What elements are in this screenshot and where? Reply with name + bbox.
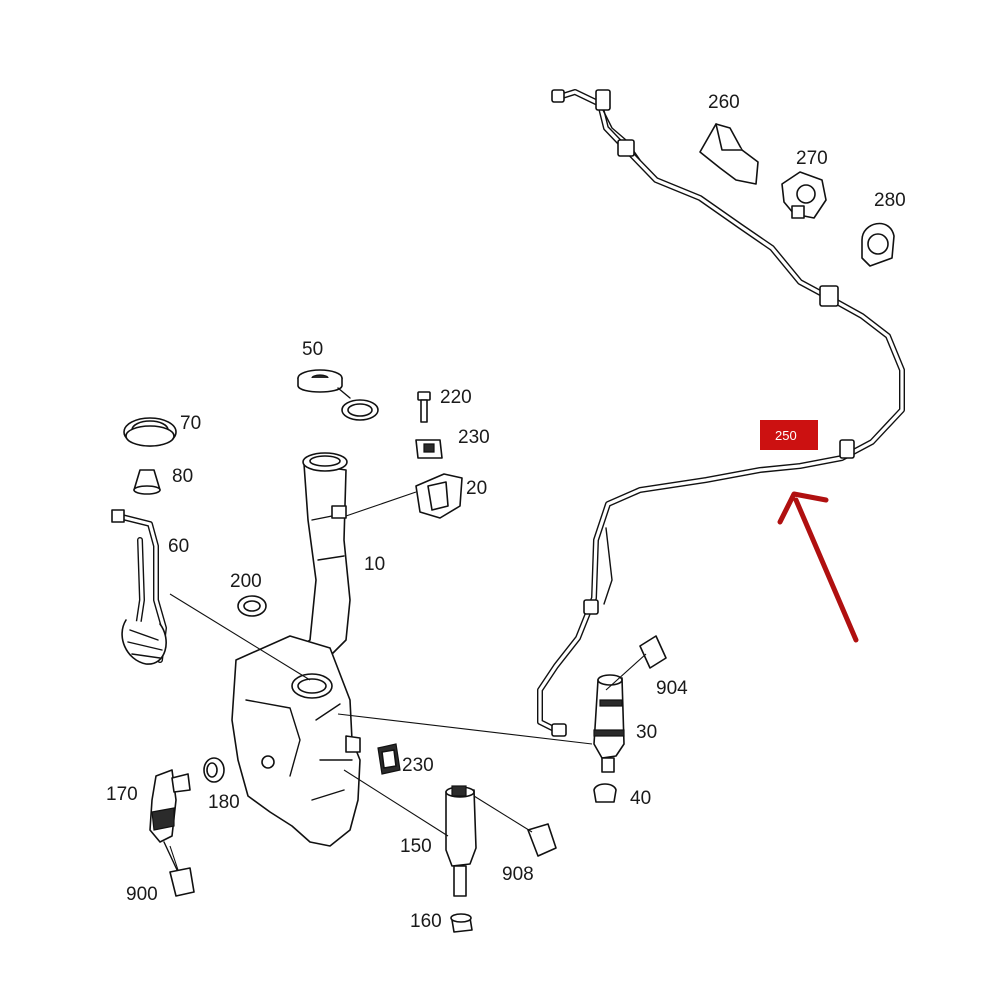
label-270: 270: [796, 148, 828, 169]
label-230-top: 230: [458, 427, 490, 448]
label-80: 80: [172, 466, 193, 487]
label-904: 904: [656, 678, 688, 699]
part-904-seal: [639, 635, 667, 669]
part-200-seal: [237, 595, 267, 617]
part-150-pump: [445, 785, 477, 897]
part-270-clip: [781, 171, 827, 219]
label-200: 200: [230, 571, 262, 592]
label-30: 30: [636, 722, 657, 743]
part-labels: 260 270 280 50 220 230 20 70 80 60 10 20…: [106, 92, 906, 932]
label-150: 150: [400, 836, 432, 857]
part-30-pump: [593, 674, 625, 773]
leader-lines: [169, 491, 647, 871]
part-70-grommet: [123, 417, 177, 447]
label-260: 260: [708, 92, 740, 113]
label-60: 60: [168, 536, 189, 557]
part-220-bolt: [417, 391, 431, 423]
label-280: 280: [874, 190, 906, 211]
washer-hose-250: [537, 89, 905, 737]
label-70: 70: [180, 413, 201, 434]
part-20-bracket: [415, 473, 463, 519]
highlight-250: 250: [760, 420, 818, 450]
label-160: 160: [410, 911, 442, 932]
part-80-plug: [133, 469, 161, 495]
label-900: 900: [126, 884, 158, 905]
highlight-box: [760, 420, 818, 450]
label-220: 220: [440, 387, 472, 408]
part-280-clamp: [861, 222, 895, 267]
part-230-nut-top: [415, 439, 443, 459]
part-900-seal: [169, 867, 195, 897]
part-50-filler-cap: [297, 369, 379, 421]
label-20: 20: [466, 478, 487, 499]
red-arrow: [777, 491, 859, 643]
part-40-seal: [593, 783, 617, 803]
part-908-seal: [527, 823, 557, 857]
part-160-seal: [450, 913, 473, 933]
label-908: 908: [502, 864, 534, 885]
label-230-lower: 230: [402, 755, 434, 776]
label-170: 170: [106, 784, 138, 805]
label-40: 40: [630, 788, 651, 809]
label-10: 10: [364, 554, 385, 575]
part-10-reservoir: [231, 452, 361, 847]
part-180-grommet: [203, 757, 225, 783]
label-250: 250: [775, 428, 797, 443]
part-260-bracket: [699, 123, 759, 185]
part-170-connector: [149, 769, 191, 873]
label-50: 50: [302, 339, 323, 360]
part-230-nut-lower: [377, 743, 401, 775]
part-60-level-sensor: [111, 509, 167, 665]
label-180: 180: [208, 792, 240, 813]
